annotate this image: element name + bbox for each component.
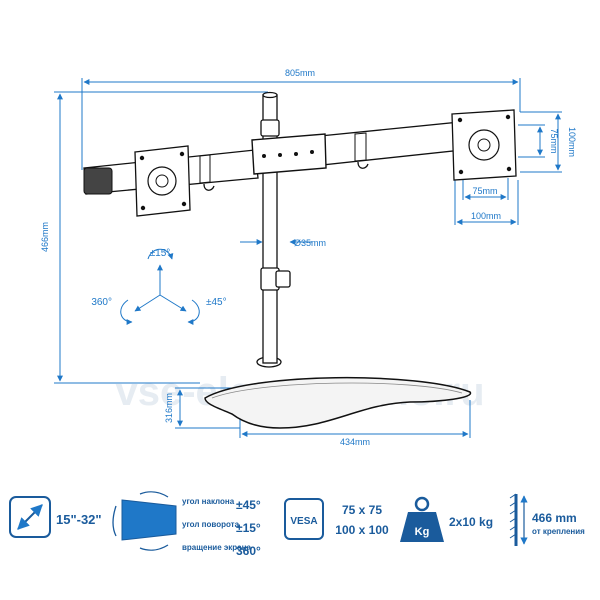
vesa-vertical-inner-label: 75mm [549,128,559,153]
screen-size-group: 15"-32" [9,496,102,538]
label-swivel: угол поворота [182,520,240,529]
right-vesa-plate [451,109,517,181]
right-arm [319,121,463,166]
height-label: 466mm [40,222,50,252]
height-value: 466 mm [532,511,577,525]
value-tilt: ±15° [236,521,261,535]
vesa-badge: VESA [284,498,324,540]
total-width-label: 805mm [285,68,315,78]
total-width-dimension: 805mm [81,68,521,170]
tilt-angle-label: ±15° [150,248,171,259]
vesa-dimensions: 75mm 100mm 75mm 100mm [454,111,577,225]
weight-badge-text: Kg [415,526,430,538]
swivel-angle-label: ±45° [206,297,227,308]
rotation-axes: ±15° 360° ±45° [91,248,227,325]
base-height-label: 316mm [164,393,174,423]
vesa-vertical-outer-label: 100mm [567,127,577,157]
label-rotate: вращение экрана [182,543,251,552]
vesa-small-value: 75 x 75 [342,503,382,517]
stand-drawing [83,91,517,429]
vesa-badge-text: VESA [290,516,317,527]
base-height-dimension: 316mm [164,387,240,429]
center-clamp [251,133,327,175]
load-value: 2x10 kg [449,515,493,529]
left-vesa-plate [134,145,191,217]
vesa-horizontal-outer-label: 100mm [471,211,501,221]
height-note: от крепления [532,527,585,536]
label-tilt: угол наклона [182,497,235,506]
pole-diameter-dimension: Ø35mm [240,238,326,248]
screen-size-value: 15"-32" [56,512,102,527]
weight-icon: Kg [400,496,444,542]
spec-bar: 15"-32" угол наклона угол поворота враще… [9,491,585,558]
rotate-angle-label: 360° [91,297,112,308]
base-width-label: 434mm [340,437,370,447]
pole-diameter-label: Ø35mm [294,238,326,248]
monitor-movement-icon [112,491,177,551]
base [204,376,471,429]
wall-height-icon [509,493,528,546]
value-rotate: 360° [236,544,261,558]
vesa-horizontal-inner-label: 75mm [472,186,497,196]
vesa-large-value: 100 x 100 [335,523,389,537]
height-dimension: 466mm [40,91,268,384]
value-swivel: ±45° [236,498,261,512]
